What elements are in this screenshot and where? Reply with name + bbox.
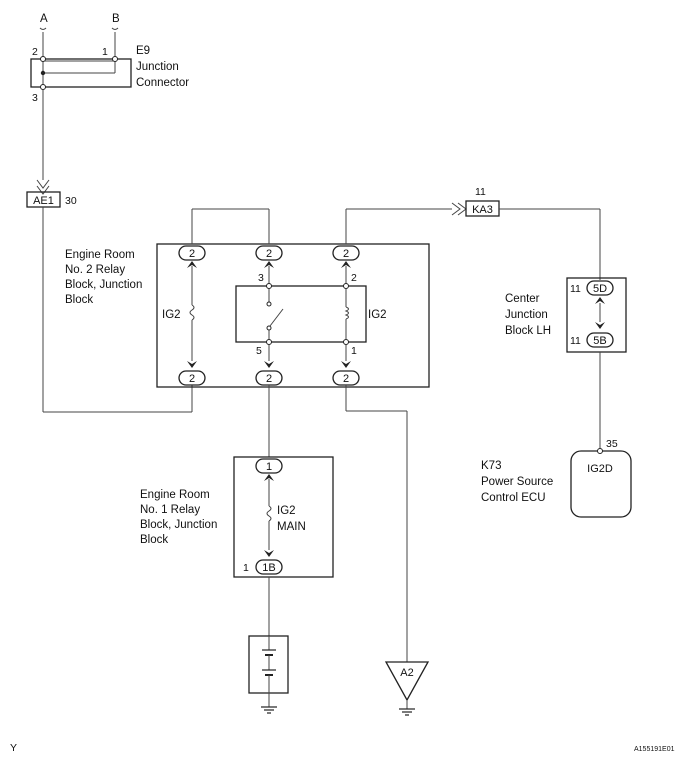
relay-block-1-name-line2: No. 1 Relay bbox=[140, 504, 200, 516]
ground-symbol-icon bbox=[399, 708, 415, 716]
relay-block-2-bottom-connector-left: 2 bbox=[178, 370, 206, 386]
engine-room-no2-relay-block: Engine Room No. 2 Relay Block, Junction … bbox=[65, 208, 452, 388]
ae1-pin: 30 bbox=[65, 195, 77, 207]
figure-code: A155191E01 bbox=[634, 746, 675, 753]
svg-text:2: 2 bbox=[189, 373, 195, 385]
e9-pin-2-terminal bbox=[40, 56, 46, 62]
ecu-id: K73 bbox=[481, 460, 501, 472]
relay-pin-1: 1 bbox=[351, 345, 357, 357]
relay-block-1-name-line4: Block bbox=[140, 534, 168, 546]
battery-icon bbox=[248, 635, 289, 694]
relay-block-2-name-line4: Block bbox=[65, 294, 93, 306]
wire-a-label: A bbox=[40, 13, 48, 25]
relay-block-2-top-connector-middle: 2 bbox=[255, 245, 283, 261]
power-source-control-ecu: K73 Power Source Control ECU 35 IG2D bbox=[481, 438, 632, 518]
svg-text:2: 2 bbox=[343, 248, 349, 260]
ae1-connector: AE1 30 bbox=[26, 191, 77, 208]
center-jb-name-line1: Center bbox=[505, 293, 540, 305]
ka3-label: KA3 bbox=[472, 204, 493, 216]
center-jb-bottom-connector: 5B bbox=[593, 335, 606, 347]
ig2-relay-box bbox=[235, 285, 367, 343]
connector-arrow-down bbox=[187, 361, 197, 368]
wire-b: B bbox=[111, 13, 120, 57]
relay-block-1-bottom-pin: 1 bbox=[243, 562, 249, 574]
e9-name-line1: Junction bbox=[136, 61, 179, 73]
ig2-fuse-icon bbox=[189, 304, 195, 321]
relay-pin-5: 5 bbox=[256, 345, 262, 357]
relay-block-1-name-line1: Engine Room bbox=[140, 489, 210, 501]
connector-arrow-up bbox=[264, 261, 274, 268]
e9-name-line2: Connector bbox=[136, 77, 189, 89]
ground-point-label: A2 bbox=[400, 667, 413, 679]
ig2-main-fuse-label-line2: MAIN bbox=[277, 521, 306, 533]
corner-mark: Y bbox=[10, 742, 17, 754]
center-jb-name-line3: Block LH bbox=[505, 325, 551, 337]
center-jb-top-pin: 11 bbox=[570, 283, 581, 295]
ecu-name-line1: Power Source bbox=[481, 476, 553, 488]
e9-pin-top-left: 2 bbox=[32, 46, 38, 58]
connector-arrow-ae1 bbox=[36, 179, 50, 195]
engine-room-no1-relay-block: Engine Room No. 1 Relay Block, Junction … bbox=[140, 456, 334, 578]
e9-id: E9 bbox=[136, 45, 150, 57]
relay-block-2-top-connector-right: 2 bbox=[332, 245, 360, 261]
e9-pin-3-terminal bbox=[40, 84, 46, 90]
center-jb-bottom-pin: 11 bbox=[570, 335, 581, 347]
wire-a: A bbox=[39, 13, 48, 57]
ig2-main-fuse-icon bbox=[266, 505, 272, 522]
svg-text:2: 2 bbox=[189, 248, 195, 260]
center-junction-block-lh: Center Junction Block LH 5D 11 5B 11 bbox=[505, 277, 627, 353]
wire-b-label: B bbox=[112, 13, 120, 25]
ground-symbol-icon bbox=[261, 706, 277, 714]
relay-pin-2: 2 bbox=[351, 272, 357, 284]
relay-block-1-bottom-connector: 1B bbox=[262, 562, 275, 574]
center-jb-top-connector: 5D bbox=[593, 283, 607, 295]
svg-text:2: 2 bbox=[266, 373, 272, 385]
relay-block-2-bottom-connector-middle: 2 bbox=[255, 370, 283, 386]
e9-pin-1-terminal bbox=[112, 56, 118, 62]
ig2-main-fuse-label-line1: IG2 bbox=[277, 505, 296, 517]
e9-pin-bottom: 3 bbox=[32, 92, 38, 104]
ig2-fuse-label: IG2 bbox=[162, 309, 181, 321]
relay-switch-contact bbox=[269, 308, 284, 327]
connector-arrow-ka3 bbox=[451, 202, 467, 216]
ka3-connector: KA3 11 bbox=[465, 186, 500, 217]
svg-text:2: 2 bbox=[266, 248, 272, 260]
relay-block-2-name-line2: No. 2 Relay bbox=[65, 264, 125, 276]
ecu-name-line2: Control ECU bbox=[481, 492, 546, 504]
ecu-connector: IG2D bbox=[587, 463, 613, 475]
ig2-relay-label: IG2 bbox=[368, 309, 387, 321]
e9-junction-connector: 2 1 3 E9 Junction Connector bbox=[30, 45, 189, 104]
ka3-pin: 11 bbox=[475, 186, 486, 198]
ground-point-a2: A2 bbox=[384, 661, 430, 702]
ae1-label: AE1 bbox=[33, 195, 54, 207]
e9-pin-top-right: 1 bbox=[102, 46, 108, 58]
relay-block-1-name-line3: Block, Junction bbox=[140, 519, 217, 531]
ecu-pin: 35 bbox=[606, 438, 618, 450]
relay-block-2-name-line1: Engine Room bbox=[65, 249, 135, 261]
center-jb-name-line2: Junction bbox=[505, 309, 548, 321]
connector-arrow-up bbox=[187, 261, 197, 268]
relay-block-1-top-connector: 1 bbox=[266, 461, 272, 473]
relay-block-2-top-connector-left: 2 bbox=[178, 245, 206, 261]
connector-arrow-up bbox=[341, 261, 351, 268]
svg-text:2: 2 bbox=[343, 373, 349, 385]
connector-arrow-down bbox=[341, 361, 351, 368]
connector-arrow-down bbox=[264, 361, 274, 368]
ig2-relay-coil-icon bbox=[344, 306, 349, 320]
relay-block-2-name-line3: Block, Junction bbox=[65, 279, 142, 291]
relay-pin-3: 3 bbox=[258, 272, 264, 284]
relay-block-2-bottom-connector-right: 2 bbox=[332, 370, 360, 386]
